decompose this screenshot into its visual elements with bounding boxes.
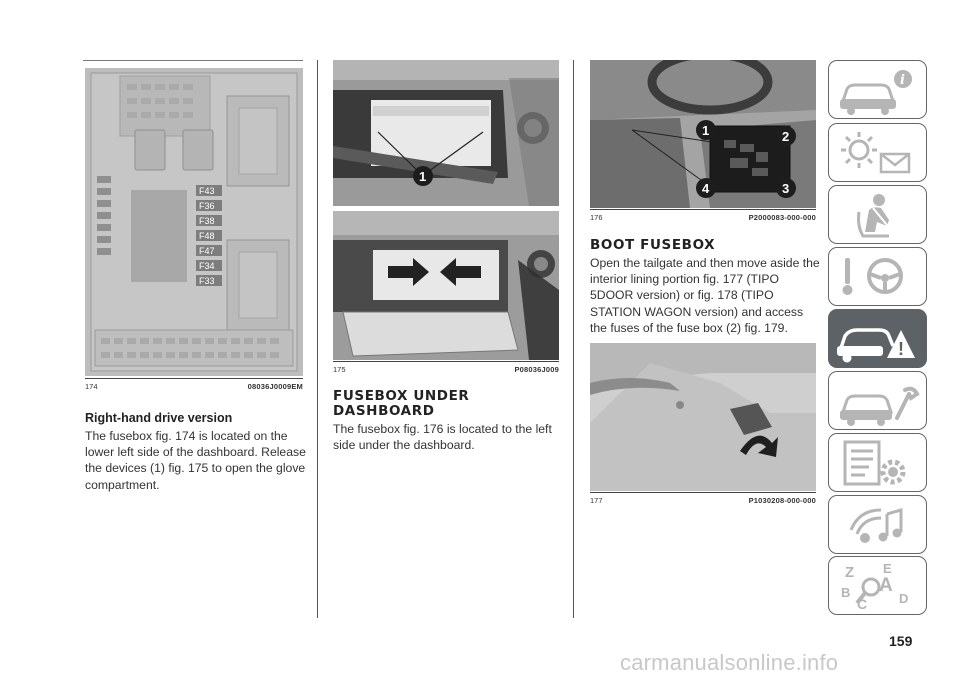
fuse-label-f33: F33 [199,276,215,286]
car-emergency-warning-icon: ! [837,328,915,363]
figure-174-fusebox-image: F43 F36 F38 F48 F47 F34 F33 [85,68,303,376]
seat-airbag-icon [857,194,892,238]
fuse-label-f34: F34 [199,261,215,271]
figure-174-caption-rule [85,378,303,379]
figure-176-callout-2: 2 [782,129,789,144]
fuse-label-f36: F36 [199,201,215,211]
figure-177-caption-rule [590,492,816,493]
technical-data-gear-icon [843,440,906,486]
fuse-label-f47: F47 [199,246,215,256]
figure-174-number: 174 [85,382,98,391]
figure-175-glovebox-image: 1 [333,60,559,360]
figure-176-callout-3: 3 [782,181,789,196]
warning-lights-message-icon [841,132,911,174]
figure-175-caption: 175 P08036J009 [333,365,559,375]
alphabetical-index-icon: Z E A B C D [841,561,908,612]
figure-176-number: 176 [590,213,603,222]
page-number: 159 [889,633,913,649]
figure-176-code: P2000083-000-000 [748,213,816,222]
figure-174-caption: 174 08036J0009EM [85,382,303,392]
index-letter-d: D [899,591,908,606]
fusebox-under-dashboard-body: The fusebox fig. 176 is located to the l… [333,422,552,453]
steering-wheel-key-icon [842,258,903,295]
figure-176-callout-1: 1 [702,123,709,138]
sidebar-tab-servicing[interactable] [828,371,927,430]
figure-176-caption-rule [590,209,816,210]
index-letter-z: Z [845,564,854,581]
boot-fusebox-heading: BOOT FUSEBOX [590,237,716,253]
index-letter-a: A [879,575,893,596]
figure-177-boot-lining-image [590,343,816,491]
fuse-label-f43: F43 [199,186,215,196]
boot-fusebox-body: Open the tailgate and then move aside th… [590,256,820,335]
index-letter-b: B [841,585,850,600]
figure-176-callout-4: 4 [702,181,710,196]
figure-176-dash-fusebox-image: 1 2 3 4 [590,60,816,208]
column-divider-left [317,60,318,618]
car-info-icon: i [840,70,912,115]
sidebar-tab-technical-data[interactable] [828,433,927,492]
watermark: carmanualsonline.info [620,650,839,675]
sidebar-tab-index[interactable]: Z E A B C D [828,556,927,615]
figure-176-caption: 176 P2000083-000-000 [590,213,816,223]
column-divider-right [573,60,574,618]
figure-177-number: 177 [590,496,603,505]
multimedia-music-icon [849,508,903,543]
figure-175-callout-1: 1 [419,169,426,184]
figure-177-code: P1030208-000-000 [748,496,816,505]
sidebar-tab-car-info[interactable]: i [828,60,927,119]
svg-text:i: i [900,73,905,88]
right-hand-drive-body: The fusebox fig. 174 is located on the l… [85,429,306,492]
column-top-rule [83,60,303,61]
figure-175-code: P08036J009 [514,365,559,374]
svg-text:!: ! [898,339,904,359]
fuse-label-f38: F38 [199,216,215,226]
sidebar-tab-warning-lights[interactable] [828,123,927,182]
sidebar-tab-safety[interactable] [828,185,927,244]
figure-175-number: 175 [333,365,346,374]
sidebar-tab-starting-driving[interactable] [828,247,927,306]
index-letter-c: C [857,596,867,612]
fusebox-under-dashboard-heading: FUSEBOX UNDER DASHBOARD [333,388,470,419]
figure-177-caption: 177 P1030208-000-000 [590,496,816,506]
sidebar-tab-emergency[interactable]: ! [828,309,927,368]
figure-175-caption-rule [333,361,559,362]
fuse-label-f48: F48 [199,231,215,241]
sidebar-tab-multimedia[interactable] [828,495,927,554]
figure-174-code: 08036J0009EM [247,382,303,391]
car-maintenance-wrench-icon [840,386,920,426]
index-letter-e: E [883,561,892,576]
right-hand-drive-heading: Right-hand drive version [85,411,233,425]
